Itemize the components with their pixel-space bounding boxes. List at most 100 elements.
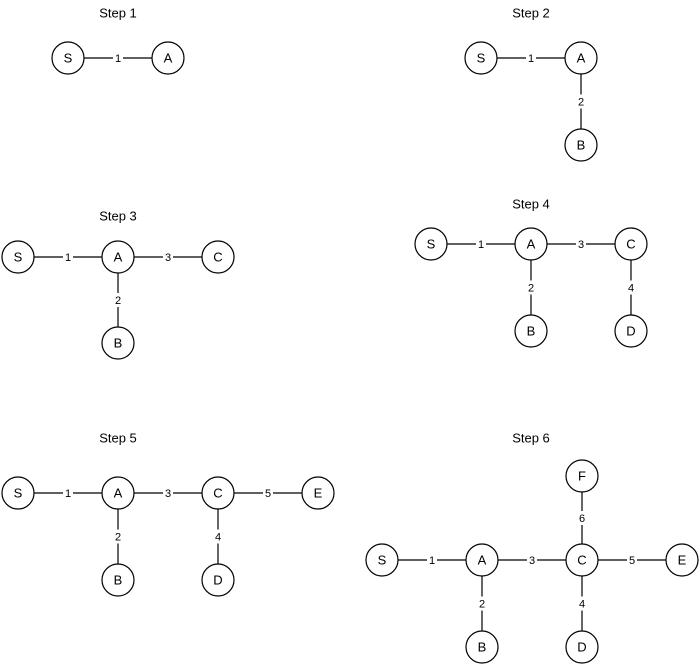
node-label: S [64, 50, 73, 65]
node-a: A [514, 227, 548, 261]
edge-label-background [577, 596, 587, 611]
edge-weight-label: 2 [479, 598, 485, 610]
node-d: D [201, 563, 235, 597]
node-circle [465, 543, 499, 577]
node-c: C [565, 543, 599, 577]
node-circle [465, 630, 499, 664]
node-label: S [427, 236, 436, 251]
node-c: C [201, 240, 235, 274]
edge-weight-label: 3 [529, 555, 535, 567]
edge-label-background [526, 51, 536, 65]
edge-label-background [427, 553, 437, 567]
node-d: D [614, 314, 648, 348]
edge-weight-label: 1 [65, 252, 71, 264]
edge-weight-label: 2 [115, 531, 121, 543]
edge-label-background [213, 529, 223, 544]
edge-weight-label: 2 [578, 96, 584, 108]
node-circle [614, 227, 648, 261]
node-circle [1, 240, 35, 274]
node-e: E [301, 476, 335, 510]
node-label: F [578, 468, 586, 483]
edge-label-background [576, 94, 586, 109]
step-title: Step 1 [99, 5, 137, 20]
node-label: A [114, 485, 123, 500]
step-5-group: Step 5 1 3 5 2 4 S A C E B D [1, 430, 335, 597]
node-circle [1, 476, 35, 510]
edge-label-background [476, 237, 486, 251]
node-label: B [577, 137, 586, 152]
edge-weight-label: 6 [579, 513, 585, 525]
node-label: D [626, 323, 635, 338]
node-label: B [478, 639, 487, 654]
edge-weight-label: 3 [165, 252, 171, 264]
edge-label-background [113, 51, 123, 65]
node-label: B [527, 323, 536, 338]
node-a: A [564, 41, 598, 75]
node-d: D [565, 630, 599, 664]
node-s: S [1, 240, 35, 274]
node-label: A [164, 50, 173, 65]
node-label: C [213, 249, 222, 264]
edge-weight-label: 2 [115, 295, 121, 307]
node-circle [301, 476, 335, 510]
node-circle [565, 630, 599, 664]
edge-weight-label: 4 [628, 282, 634, 294]
node-b: B [514, 314, 548, 348]
node-label: A [577, 50, 586, 65]
node-c: C [201, 476, 235, 510]
edge-label-background [626, 280, 636, 295]
node-a: A [465, 543, 499, 577]
node-s: S [1, 476, 35, 510]
node-circle [365, 543, 399, 577]
node-label: A [478, 552, 487, 567]
node-label: A [527, 236, 536, 251]
node-circle [414, 227, 448, 261]
node-label: B [114, 572, 123, 587]
edge-weight-label: 4 [215, 531, 221, 543]
edge-weight-label: 1 [429, 555, 435, 567]
edge-label-background [113, 529, 123, 544]
node-circle [614, 314, 648, 348]
edge-weight-label: 4 [579, 598, 585, 610]
node-circle [201, 563, 235, 597]
node-label: E [314, 485, 323, 500]
node-b: B [564, 128, 598, 162]
node-circle [514, 227, 548, 261]
edge-weight-label: 2 [528, 282, 534, 294]
node-label: S [14, 249, 23, 264]
node-b: B [101, 563, 135, 597]
edge-label-background [577, 511, 587, 525]
edge-weight-label: 1 [65, 488, 71, 500]
edge-weight-label: 5 [629, 555, 635, 567]
node-label: B [114, 335, 123, 350]
node-circle [201, 240, 235, 274]
edge-weight-label: 1 [528, 53, 534, 65]
step-title: Step 3 [99, 208, 137, 223]
node-f: F [565, 459, 599, 493]
node-circle [464, 41, 498, 75]
edge-label-background [163, 486, 173, 500]
node-c: C [614, 227, 648, 261]
edge-weight-label: 3 [165, 488, 171, 500]
node-label: D [577, 639, 586, 654]
edge-label-background [113, 293, 123, 307]
node-label: A [114, 249, 123, 264]
step-title: Step 6 [512, 430, 550, 445]
node-label: C [577, 552, 586, 567]
node-circle [51, 41, 85, 75]
node-circle [565, 459, 599, 493]
node-circle [101, 563, 135, 597]
node-b: B [465, 630, 499, 664]
edge-label-background [163, 250, 173, 264]
node-label: S [477, 50, 486, 65]
step-title: Step 5 [99, 430, 137, 445]
step-title: Step 4 [512, 196, 550, 211]
node-circle [665, 543, 699, 577]
edge-weight-label: 5 [265, 488, 271, 500]
node-a: A [151, 41, 185, 75]
